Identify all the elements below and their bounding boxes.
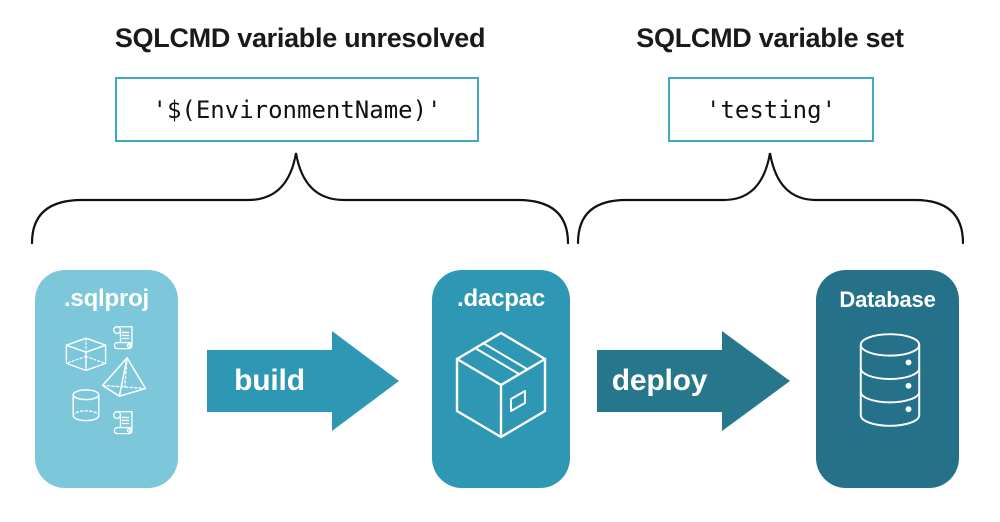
pyramid-icon (101, 357, 147, 397)
code-box-unresolved: '$(EnvironmentName)' (115, 77, 479, 142)
database-icon (859, 333, 921, 427)
node-dacpac: .dacpac (432, 270, 570, 488)
code-value-unresolved: '$(EnvironmentName)' (152, 95, 442, 124)
deploy-label: deploy (611, 364, 708, 397)
node-database: Database (816, 270, 959, 488)
right-brace-icon (576, 152, 965, 245)
database-label: Database (839, 287, 936, 312)
build-label: build (234, 364, 305, 397)
scroll-icon (113, 326, 133, 350)
cube-icon (65, 337, 107, 372)
node-sqlproj: .sqlproj (35, 270, 178, 488)
scroll-icon (113, 411, 133, 435)
deploy-arrow (597, 331, 790, 431)
code-value-set: 'testing' (705, 95, 837, 124)
package-icon (455, 331, 547, 439)
cylinder-icon (72, 389, 100, 422)
build-arrow (207, 331, 399, 431)
sqlproj-label: .sqlproj (63, 285, 150, 312)
deploy-arrow-shape (597, 331, 790, 431)
build-arrow-shape (207, 331, 399, 431)
left-brace-icon (30, 152, 570, 245)
heading-variable-unresolved: SQLCMD variable unresolved (114, 23, 486, 53)
code-box-set: 'testing' (668, 77, 874, 142)
heading-variable-set: SQLCMD variable set (636, 23, 904, 53)
dacpac-label: .dacpac (457, 285, 545, 312)
